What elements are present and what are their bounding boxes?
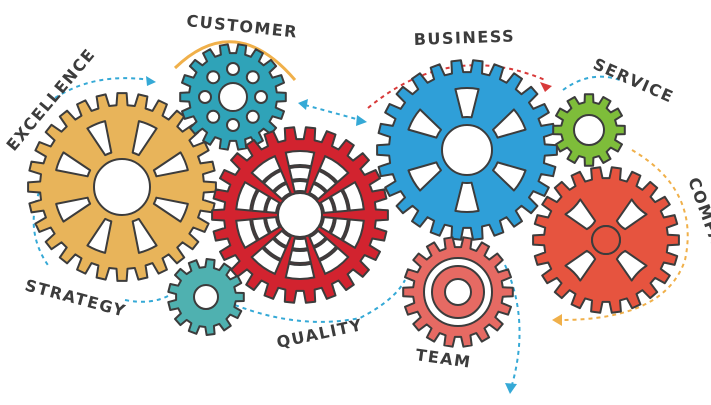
label-team: TEAM [414, 345, 472, 372]
strategy-gear [167, 258, 245, 336]
gear-layer [27, 43, 680, 348]
connectors [32, 40, 689, 394]
label-quality: QUALITY [275, 315, 365, 352]
arrowhead-right [356, 115, 367, 126]
strategy-dashed-line [124, 295, 169, 303]
business-arrowhead [540, 82, 552, 92]
team-arrowhead [505, 383, 517, 394]
excellence-arrow [54, 77, 151, 99]
team-arrow [504, 264, 521, 386]
customer-arc [173, 40, 297, 81]
company-arrowhead [552, 314, 562, 326]
quality-gear [211, 126, 389, 304]
left-dashed-line [32, 184, 51, 269]
business-arrow [367, 64, 546, 109]
customer-gear [179, 43, 287, 151]
business-gear [376, 59, 558, 241]
team-gear [402, 236, 514, 348]
customer-business-arrow [304, 104, 361, 121]
arrowhead-left [298, 99, 308, 110]
label-strategy: STRATEGY [23, 276, 128, 321]
label-customer: CUSTOMER [186, 11, 299, 42]
company-gear [532, 166, 680, 314]
label-business: BUSINESS [413, 26, 515, 49]
service-gear [552, 93, 626, 167]
company-arrow [559, 149, 689, 321]
excellence-arrowhead [146, 76, 156, 86]
quality-dashed-line [234, 279, 406, 323]
excellence-gear [27, 92, 217, 282]
label-company: COMPANY [684, 175, 711, 275]
